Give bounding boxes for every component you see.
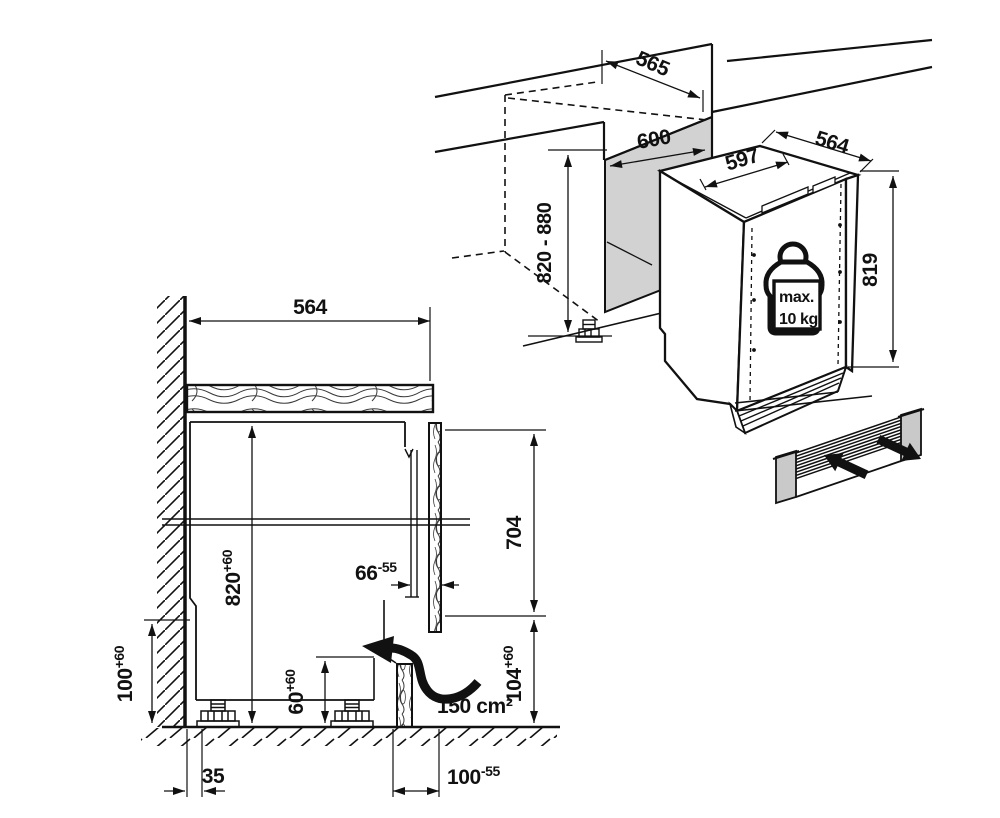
appliance-top-details	[665, 172, 851, 219]
appliance-right-edge	[844, 173, 860, 374]
isometric-view: 565 600 820 - 880	[434, 38, 933, 436]
plinth-board	[396, 663, 413, 728]
dim-niche-depth: 565	[601, 47, 704, 112]
floor-hatching	[141, 728, 557, 746]
grille-left-cap	[775, 449, 797, 505]
dim-plinth-recess: 100-55	[392, 729, 501, 797]
appliance-door-details	[749, 183, 842, 403]
dim-niche-height-label: 820 - 880	[534, 202, 556, 283]
worktop	[185, 383, 435, 414]
dim-bottom-clearance: 60+60	[282, 661, 329, 723]
plinth-grille-detail	[734, 391, 926, 505]
latch-recess	[812, 176, 836, 194]
wall-hatching	[157, 296, 185, 727]
appliance-foot-front	[330, 699, 374, 728]
niche-hidden-outline	[451, 81, 708, 323]
max-load-text-2: 10 kg	[779, 311, 818, 328]
section-view: 564	[111, 296, 560, 797]
dim-door-height-label: 704	[503, 515, 526, 550]
dim-wall-gap: 35	[164, 729, 225, 797]
dim-plinth-height: 104+60	[500, 620, 538, 723]
dim-wall-gap-label: 35	[202, 765, 225, 788]
dim-worktop-width: 564	[189, 296, 431, 381]
dim-door-offset: 66-55	[355, 559, 459, 589]
airflow-arrow	[362, 636, 482, 704]
dim-appliance-height: 819	[848, 170, 899, 368]
dim-appliance-depth-label: 564	[812, 127, 852, 159]
niche-foot	[575, 319, 603, 343]
section-break-lines	[162, 518, 470, 526]
dim-appliance-height-label: 819	[859, 253, 882, 287]
dim-section-niche-height: 820+60	[219, 426, 256, 723]
dim-plinth-recess-label: 100-55	[447, 763, 500, 789]
dim-section-niche-height-label: 820+60	[219, 549, 245, 606]
grille-louvres	[795, 416, 902, 498]
weight-label-box	[772, 279, 822, 331]
appliance-foot-rear	[196, 699, 240, 728]
dim-plinth-height-label: 104+60	[500, 645, 526, 702]
max-load-text-1: max.	[779, 289, 814, 306]
dim-worktop-width-label: 564	[293, 296, 328, 319]
dim-door-offset-label: 66-55	[355, 559, 397, 585]
appliance: max. 10 kg	[657, 144, 862, 436]
appliance-base-louvres	[728, 365, 848, 436]
dim-niche-height: 820 - 880	[528, 149, 612, 337]
dim-rear-recess-label: 100+60	[111, 645, 137, 702]
dim-bottom-clearance-label: 60+60	[282, 669, 308, 715]
dim-door-height: 704	[445, 429, 546, 617]
dim-rear-recess: 100+60	[111, 619, 190, 723]
max-load-icon: max. 10 kg	[763, 241, 825, 336]
niche-panel-streak	[606, 241, 653, 266]
handle-recess	[761, 186, 809, 214]
furniture-door-panel	[428, 422, 442, 633]
